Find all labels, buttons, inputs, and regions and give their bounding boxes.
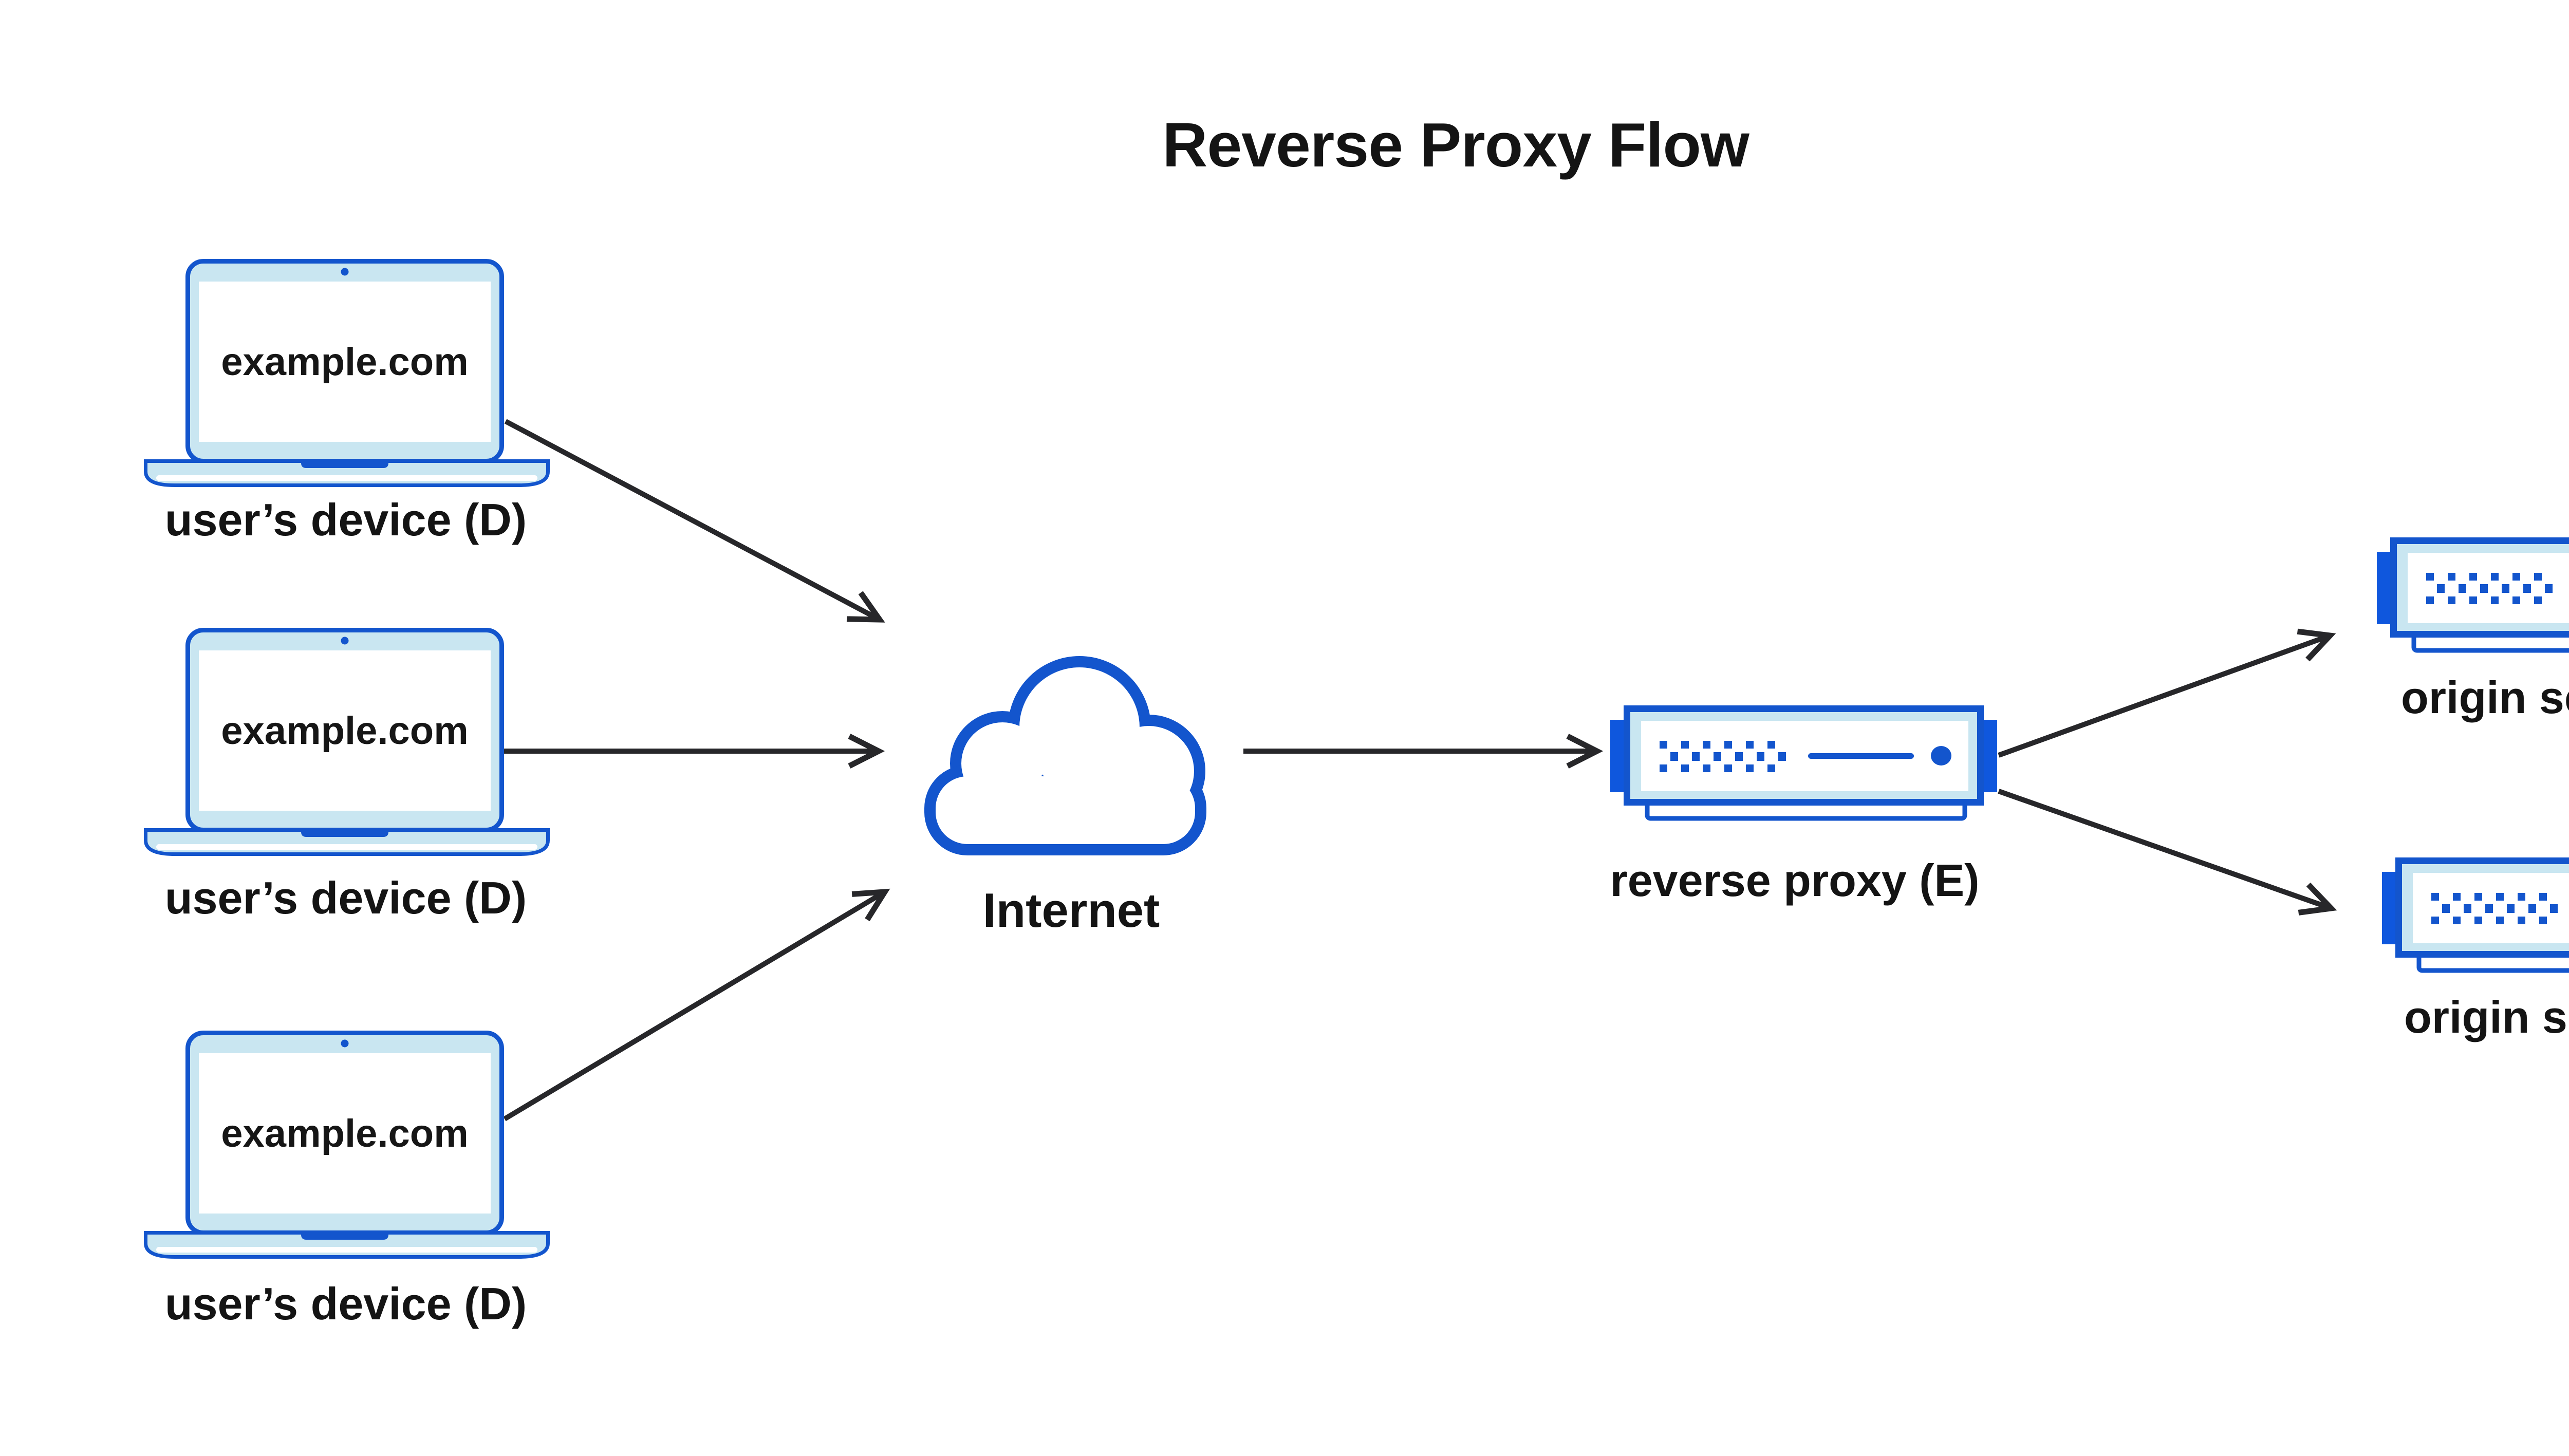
node-origin-server-1	[2377, 537, 2569, 656]
arrow-reverse_proxy-to-origin_server_2	[1998, 789, 2337, 916]
arrow-reverse_proxy-to-origin_server_1	[1998, 628, 2336, 758]
device1-label: user’s device (D)	[164, 494, 527, 545]
arrow-device1-to-internet	[504, 419, 885, 623]
node-origin-server-2	[2382, 857, 2569, 976]
node-user-device-3: example.com	[144, 1028, 550, 1264]
node-user-device-2: example.com	[144, 625, 550, 861]
server-icon	[2382, 857, 2569, 976]
arrow-internet-to-reverse_proxy	[1243, 734, 1604, 769]
node-reverse-proxy	[1610, 705, 2001, 824]
arrow-device2-to-internet	[501, 734, 885, 769]
device2-label: user’s device (D)	[164, 872, 527, 923]
cloud-icon	[915, 656, 1213, 858]
node-user-device-1: example.com	[144, 256, 550, 492]
internet-label: Internet	[982, 883, 1160, 937]
server-icon	[2377, 537, 2569, 656]
node-internet	[915, 656, 1213, 858]
diagram-title: Reverse Proxy Flow	[1162, 110, 1749, 180]
origin-server-2-label: origin server (F)	[2404, 992, 2569, 1042]
arrow-device3-to-internet	[503, 888, 890, 1122]
device3-label: user’s device (D)	[164, 1278, 527, 1329]
origin-server-1-label: origin server (F)	[2401, 672, 2569, 723]
reverse-proxy-label: reverse proxy (E)	[1610, 855, 1980, 906]
server-icon	[1610, 705, 2001, 824]
device2-screen-url: example.com	[221, 708, 469, 753]
device1-screen-url: example.com	[221, 340, 469, 384]
device3-screen-url: example.com	[221, 1111, 469, 1155]
